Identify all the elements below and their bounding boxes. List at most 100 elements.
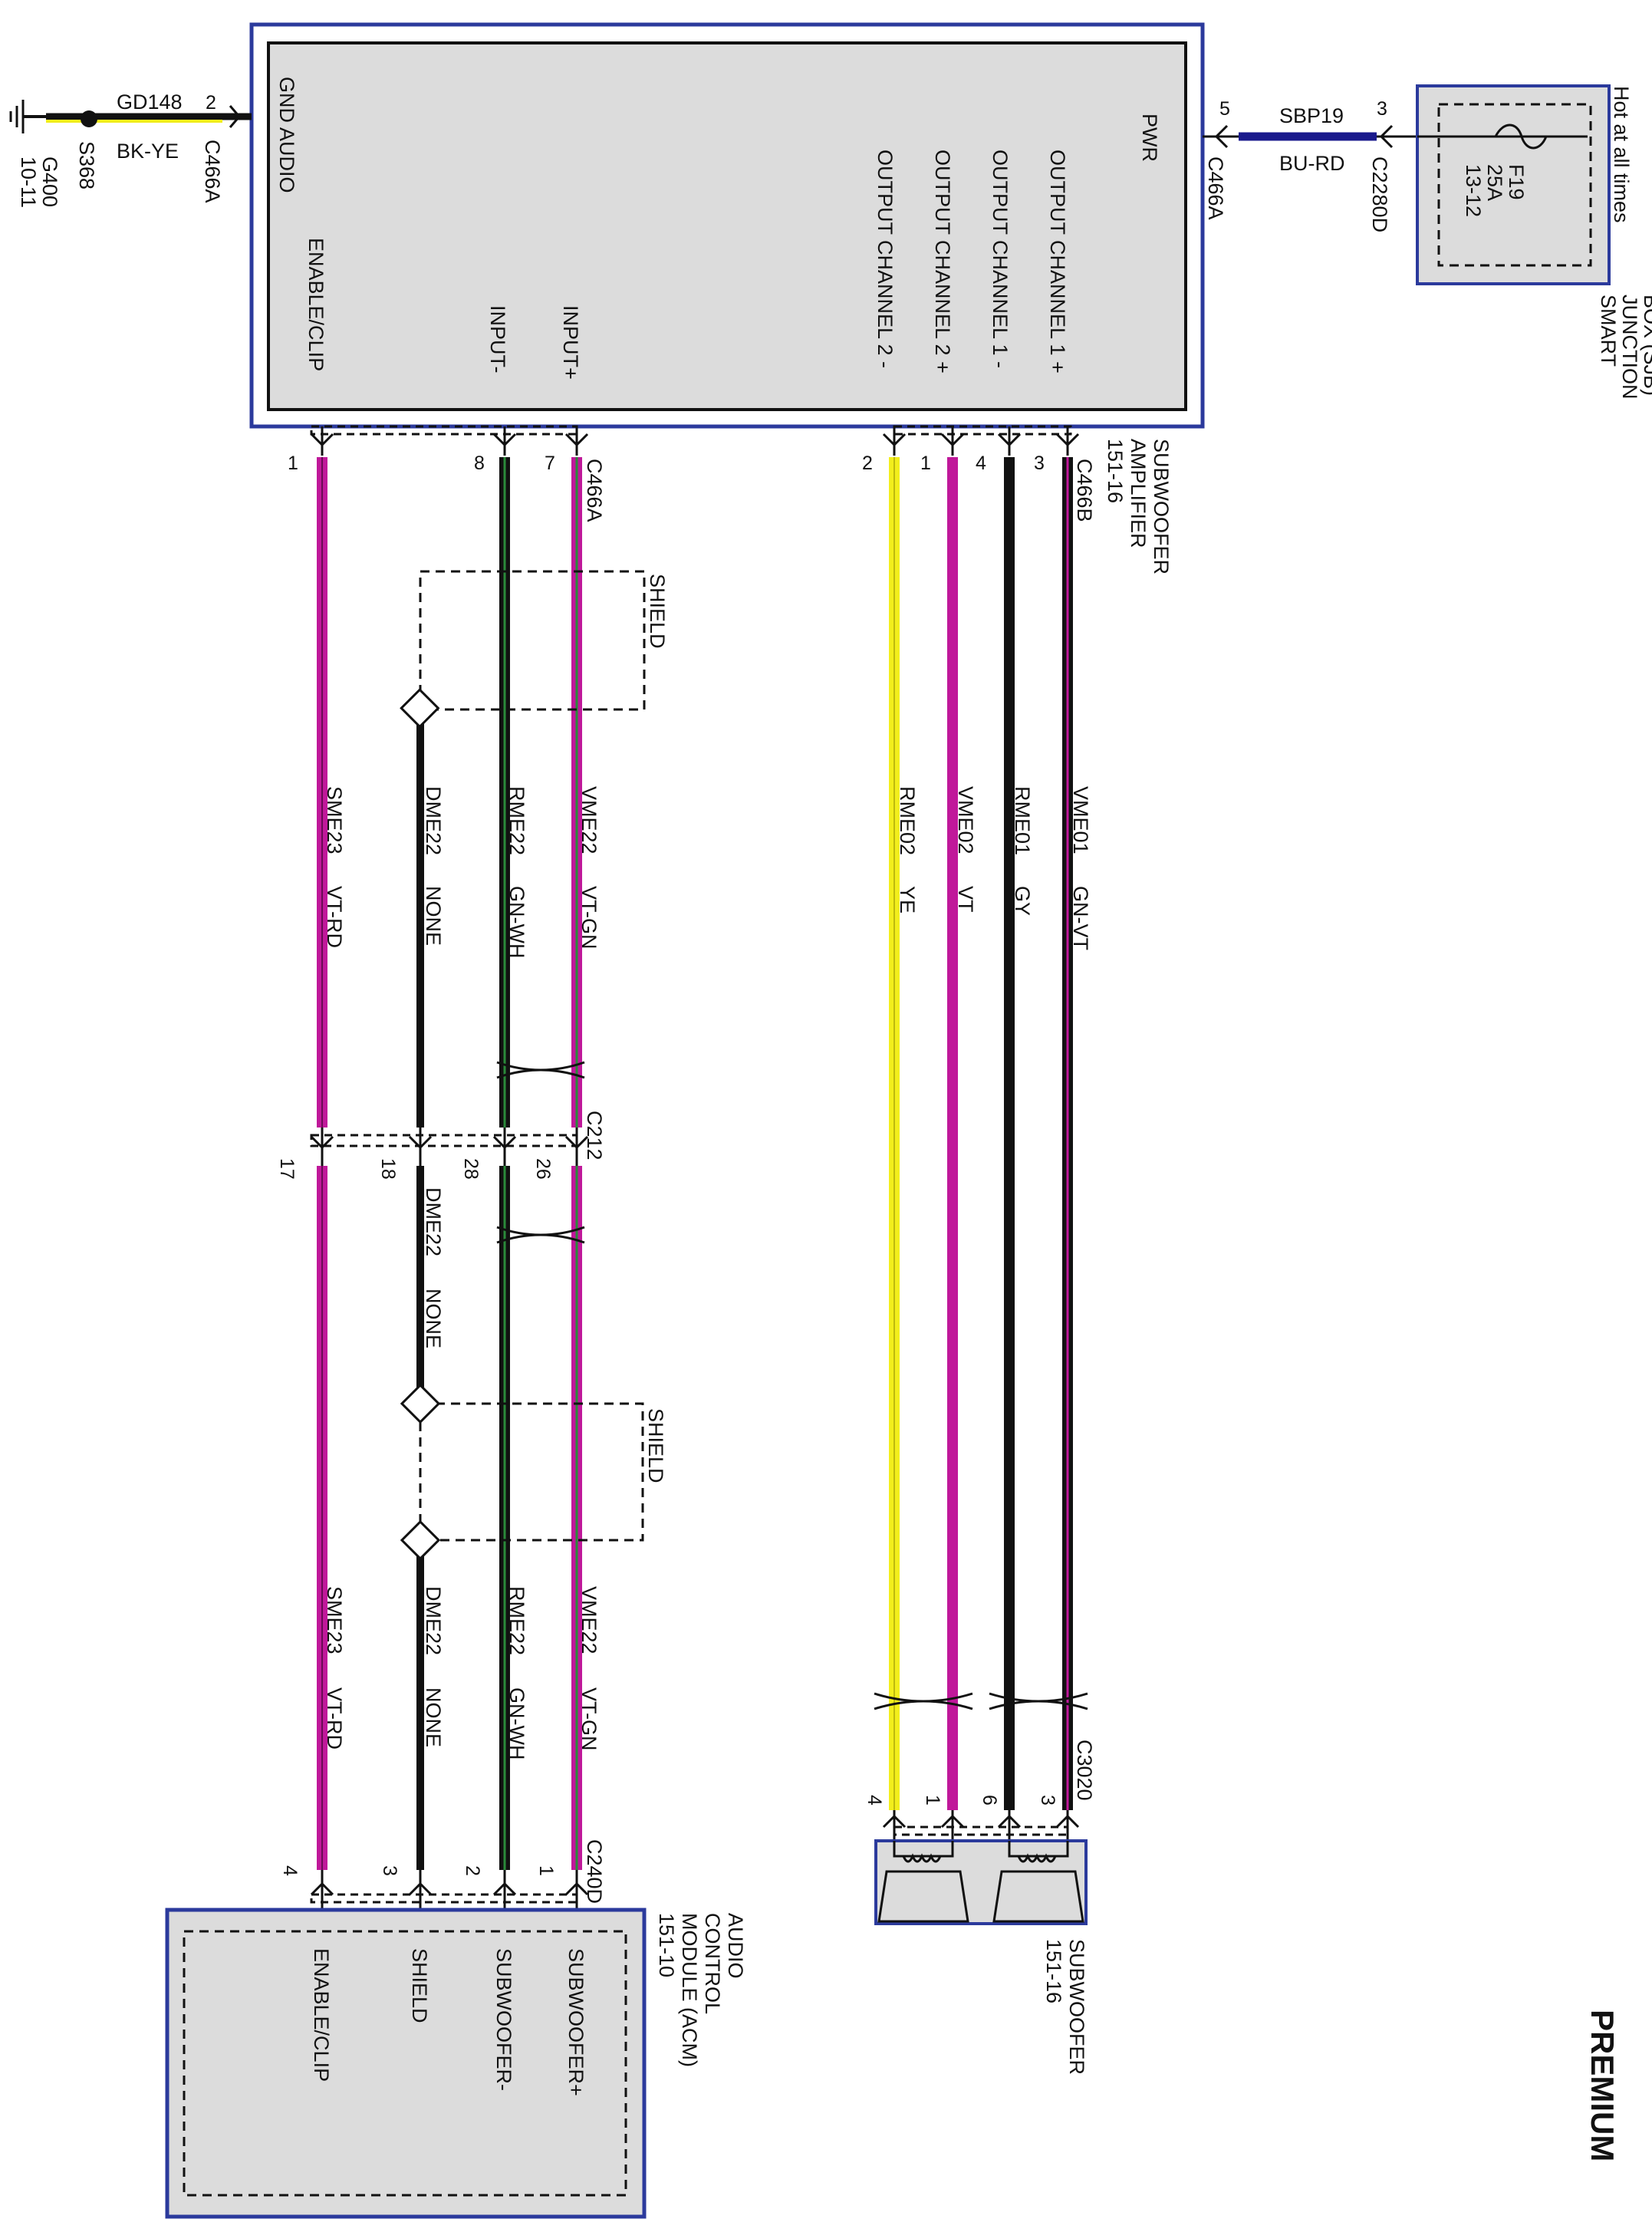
amp-pin-pwr: PWR xyxy=(1138,114,1161,162)
acm-pin-label-subneg: SUBWOOFER- xyxy=(492,1948,515,2091)
wire-inneg-upper-color: GN-WH xyxy=(505,886,528,958)
subwoofer-voice-coil-2-icon xyxy=(992,1841,1084,1923)
ground-connector-symbol xyxy=(224,105,241,128)
twisted-pair-upper xyxy=(496,1061,585,1079)
wire-ch2pos-circuit: VME02 xyxy=(954,786,977,854)
amp-connector-c466a-dashes xyxy=(310,425,578,436)
ground-color: BK-YE xyxy=(117,140,179,163)
svg-text:AMPLIFIER: AMPLIFIER xyxy=(1127,439,1150,548)
amp-pin-num-inneg: 8 xyxy=(474,453,485,474)
wire-shield-upper-circuit: DME22 xyxy=(422,786,445,855)
shield-upper-label: SHIELD xyxy=(646,574,669,649)
power-amp-connector-symbol xyxy=(1214,124,1229,149)
acm-terminals xyxy=(310,1870,589,1910)
wire-ch1pos-color: GN-VT xyxy=(1069,886,1092,950)
power-amp-connector: C466A xyxy=(1204,156,1227,220)
amp-pin-num-enable: 1 xyxy=(288,453,298,474)
splice-s368-dot xyxy=(81,110,97,127)
wire-ch1pos-circuit: VME01 xyxy=(1069,786,1092,854)
amp-pin-num-ch2pos: 1 xyxy=(920,453,931,474)
amp-pin-out-ch1-neg: OUTPUT CHANNEL 1 - xyxy=(989,150,1012,368)
wire-ch2neg-circuit: RME02 xyxy=(896,786,919,855)
amp-pin-gnd-audio: GND AUDIO xyxy=(275,77,298,193)
sjb-inner-dashed xyxy=(1437,103,1592,267)
c212-pin-shield: 18 xyxy=(377,1158,399,1180)
power-amp-pin: 5 xyxy=(1219,98,1230,120)
sjb-outline xyxy=(1416,84,1611,285)
wire-shield-mid-color: NONE xyxy=(422,1289,445,1348)
twisted-pair-ch2 xyxy=(874,1692,973,1710)
acm-pin-subpos: 1 xyxy=(535,1865,557,1876)
ground-circuit: GD148 xyxy=(117,91,183,114)
amp-pin-input-neg: INPUT- xyxy=(486,305,509,374)
sjb-name: SMART JUNCTION BOX (SJB) 11-3 xyxy=(1597,295,1652,400)
wire-ch1neg-circuit: RME01 xyxy=(1011,786,1034,855)
subwoofer-outline xyxy=(874,1839,1088,1925)
acm-pin-label-shield: SHIELD xyxy=(408,1948,431,2023)
wire-ch1neg-color: GY xyxy=(1011,886,1034,916)
acm-name: AUDIO CONTROL MODULE (ACM) 151-10 xyxy=(655,1913,747,2067)
ground-splice: S368 xyxy=(75,141,98,189)
svg-text:151-16: 151-16 xyxy=(1042,1939,1065,2003)
svg-text:F19: F19 xyxy=(1505,164,1528,200)
sub-pin-ch1pos: 3 xyxy=(1037,1795,1058,1806)
acm-pin-label-subpos: SUBWOOFER+ xyxy=(564,1948,587,2096)
acm-pin-shield: 3 xyxy=(379,1865,400,1876)
svg-text:AUDIO: AUDIO xyxy=(724,1913,747,1979)
svg-text:BOX (SJB): BOX (SJB) xyxy=(1640,295,1652,396)
acm-outline xyxy=(165,1908,647,2219)
amplifier-body xyxy=(267,41,1187,411)
c212-terminals xyxy=(310,1128,589,1166)
acm-pin-label-enable: ENABLE/CLIP xyxy=(310,1948,333,2082)
power-circuit: SBP19 xyxy=(1279,104,1344,127)
wire-shield-mid-circuit: DME22 xyxy=(422,1187,445,1256)
shield-upper-diamond xyxy=(400,688,440,729)
amp-pin-input-pos: INPUT+ xyxy=(559,305,582,380)
page-title: PREMIUM xyxy=(1585,2010,1621,2161)
wire-inneg-lower-color: GN-WH xyxy=(505,1687,528,1760)
svg-text:SMART: SMART xyxy=(1597,295,1620,367)
amp-output-terminals xyxy=(882,426,1080,456)
power-sjb-connector-symbol xyxy=(1379,124,1394,149)
wire-shield-upper-color: NONE xyxy=(422,886,445,946)
shield-lower-outline xyxy=(419,1402,644,1542)
svg-text:13-12: 13-12 xyxy=(1462,164,1485,217)
amplifier-name: SUBWOOFER AMPLIFIER 151-16 xyxy=(1104,439,1173,574)
connector-c3020-dashes xyxy=(893,1825,1069,1836)
connector-c212: C212 xyxy=(583,1111,606,1160)
c212-pin-inpos: 26 xyxy=(532,1158,554,1180)
fuse-label: F19 25A 13-12 xyxy=(1462,164,1528,217)
sjb-note: Hot at all times xyxy=(1610,86,1633,223)
wire-ch2neg-color: YE xyxy=(896,886,919,914)
acm-pin-subneg: 2 xyxy=(462,1865,483,1876)
amp-pin-num-ch1neg: 4 xyxy=(976,453,986,474)
svg-text:151-16: 151-16 xyxy=(1104,439,1127,503)
amp-pin-out-ch2-pos: OUTPUT CHANNEL 2 + xyxy=(931,150,954,374)
amp-pin-num-ch1pos: 3 xyxy=(1034,453,1045,474)
wire-ch2pos-color: VT xyxy=(954,886,977,913)
wire-enable-upper-circuit: SME23 xyxy=(323,786,346,854)
wire-inpos-upper-color: VT-GN xyxy=(578,886,601,950)
ground-id: G400 xyxy=(38,156,61,207)
wire-enable-lower-color: VT-RD xyxy=(323,1687,346,1750)
power-color: BU-RD xyxy=(1279,152,1345,175)
ground-page: 10-11 xyxy=(17,156,40,208)
amp-input-terminals xyxy=(310,426,589,456)
ground-symbol xyxy=(9,100,25,133)
amp-connector-c466a: C466A xyxy=(583,459,606,522)
connector-c240d: C240D xyxy=(583,1839,606,1904)
twisted-pair-mid xyxy=(496,1226,585,1244)
sub-pin-ch1neg: 6 xyxy=(979,1795,1000,1806)
ground-pin: 2 xyxy=(206,92,216,114)
shield-lower-diamond-bottom xyxy=(400,1519,441,1561)
wire-enable-lower-circuit: SME23 xyxy=(323,1586,346,1654)
connector-c240d-dashes xyxy=(310,1893,578,1904)
amp-pin-out-ch2-neg: OUTPUT CHANNEL 2 - xyxy=(874,150,897,368)
amp-pin-out-ch1-pos: OUTPUT CHANNEL 1 + xyxy=(1046,150,1069,374)
wire-inneg-upper-circuit: RME22 xyxy=(505,786,528,855)
amp-pin-enable-clip: ENABLE/CLIP xyxy=(304,238,327,371)
svg-text:151-10: 151-10 xyxy=(655,1913,678,1977)
wire-inpos-lower-circuit: VME22 xyxy=(578,1586,601,1654)
svg-text:25A: 25A xyxy=(1483,164,1506,201)
